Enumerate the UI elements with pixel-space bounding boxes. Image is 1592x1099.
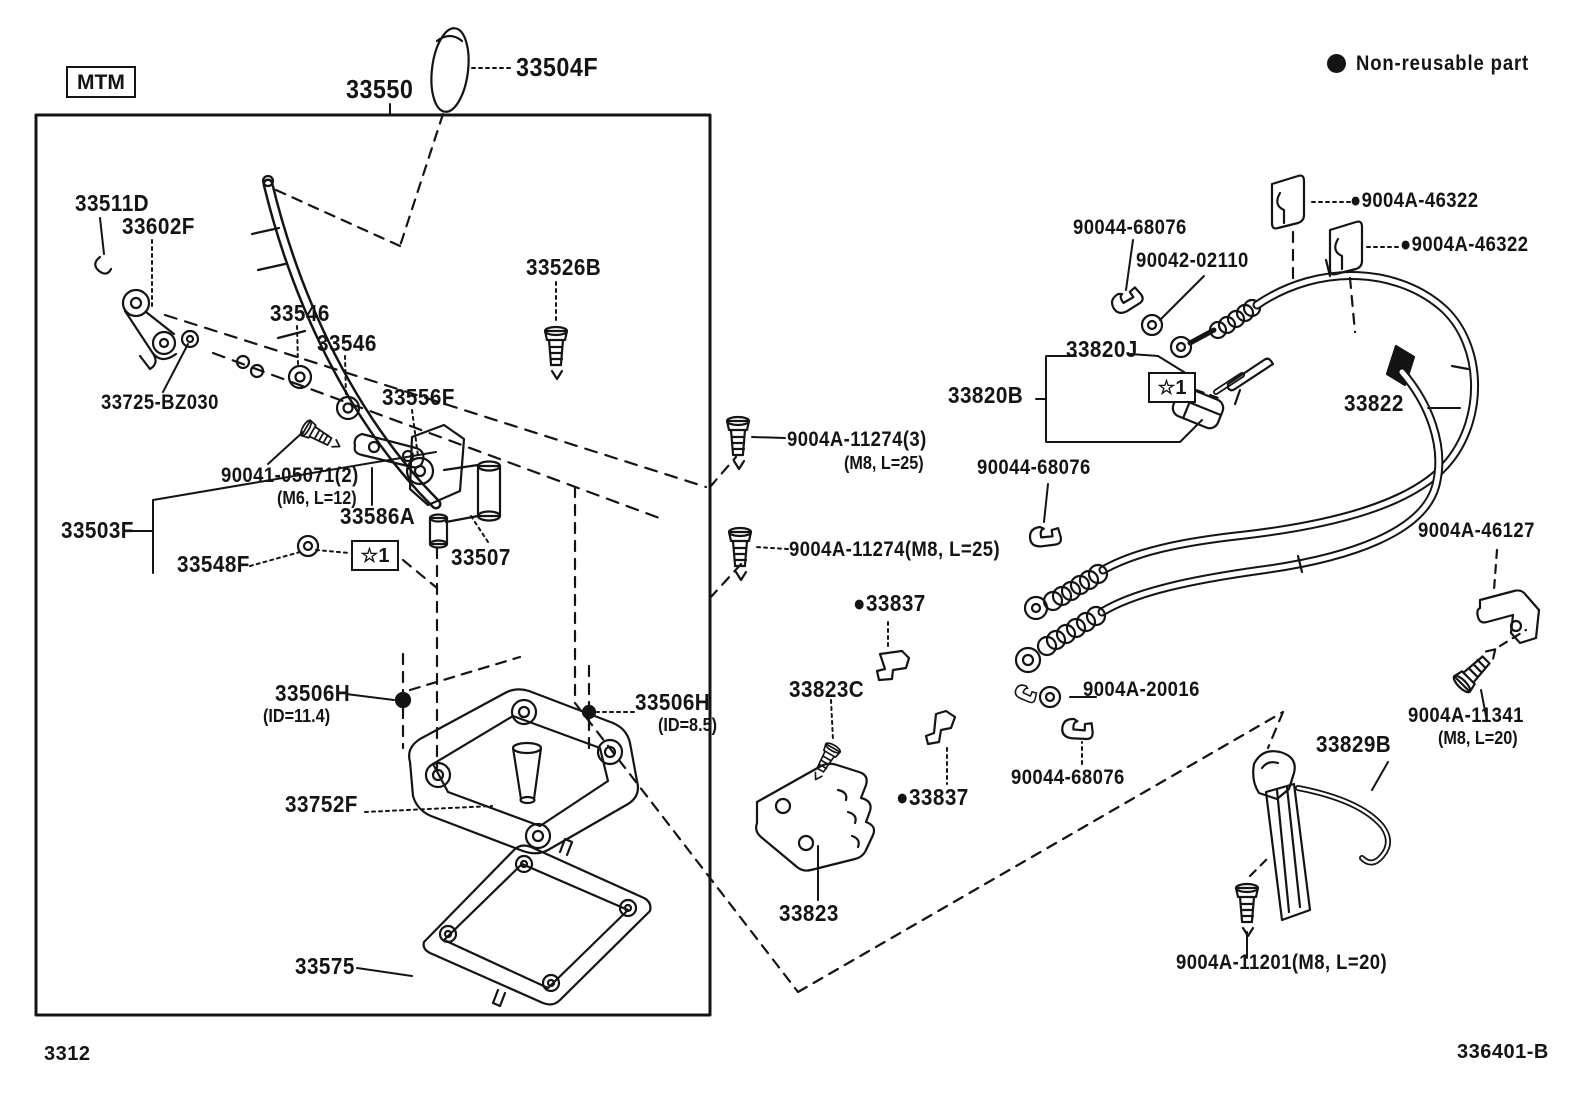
legend-nonreusable: Non-reusable part bbox=[1356, 52, 1530, 75]
washer-90042-02110 bbox=[1140, 313, 1164, 337]
part-label-90044-68076-2: 90044-68076 bbox=[977, 456, 1091, 479]
part-sublabel-9004A-11341: (M8, L=20) bbox=[1438, 728, 1518, 748]
shield-33829B bbox=[1252, 750, 1391, 922]
part-label-33829B: 33829B bbox=[1316, 731, 1392, 757]
part-label-33556F: 33556F bbox=[382, 384, 455, 410]
part-sublabel-33506H-left: (ID=11.4) bbox=[263, 706, 331, 726]
part-label-33546-2: 33546 bbox=[317, 330, 377, 356]
bushing-33546-1 bbox=[287, 364, 313, 390]
part-label-90044-68076-3: 90044-68076 bbox=[1011, 766, 1125, 789]
part-label-33820J: 33820J bbox=[1066, 336, 1138, 362]
part-label-33752F: 33752F bbox=[285, 791, 358, 817]
part-label-33575: 33575 bbox=[295, 953, 355, 979]
part-label-33823C: 33823C bbox=[789, 676, 865, 702]
clip-90044-68076-1 bbox=[1108, 285, 1147, 316]
part-label-33602F: 33602F bbox=[122, 213, 195, 239]
part-label-33504F: 33504F bbox=[516, 52, 599, 82]
transmission-type-tag: MTM bbox=[66, 66, 136, 98]
bolt-33526B bbox=[543, 325, 569, 381]
part-label-33511D: 33511D bbox=[75, 190, 150, 216]
part-label-90042-02110: 90042-02110 bbox=[1136, 249, 1249, 272]
sheet-code: 3312 bbox=[44, 1043, 91, 1065]
part-label-33725-BZ030: 33725-BZ030 bbox=[101, 391, 219, 414]
clip-90044-68076-2 bbox=[1027, 522, 1064, 552]
clamp-33837-top bbox=[875, 649, 911, 682]
part-label-33548F: 33548F bbox=[177, 551, 250, 577]
part-label-33586A: 33586A bbox=[340, 503, 416, 529]
part-label-9004A-20016: 9004A-20016 bbox=[1083, 678, 1200, 701]
part-label-33837-top: ●33837 bbox=[853, 590, 926, 616]
bolt-9004A-11341 bbox=[1450, 641, 1505, 696]
bracket-33823 bbox=[755, 762, 876, 872]
clip-33511D bbox=[94, 255, 113, 275]
part-label-9004A-11341: 9004A-11341 bbox=[1408, 704, 1524, 727]
nonreusable-dot-icon bbox=[1327, 54, 1346, 73]
star1-tag-right: ☆1 bbox=[1148, 372, 1196, 403]
star1-tag-left: ☆1 bbox=[351, 540, 399, 571]
washer-9004A-20016 bbox=[1038, 685, 1062, 709]
bolt-9004A-11274-3 bbox=[725, 415, 751, 471]
bolt-9004A-11274 bbox=[727, 526, 753, 582]
rod-33820J bbox=[1226, 357, 1275, 406]
part-label-9004A-11274-3: 9004A-11274(3) bbox=[787, 428, 927, 451]
shift-lever-33550 bbox=[250, 174, 442, 510]
clamp-33837-bottom bbox=[924, 709, 957, 746]
washer-33725 bbox=[180, 329, 200, 349]
bushing-33546-2 bbox=[335, 395, 361, 421]
part-sublabel-33506H-right: (ID=8.5) bbox=[658, 715, 717, 735]
pivot-cylinder-33507 bbox=[428, 513, 449, 549]
bracket-9004A-46127 bbox=[1476, 589, 1541, 645]
bushing-33506H-left bbox=[394, 691, 412, 709]
clip-9004A-46322-1 bbox=[1270, 174, 1306, 230]
bushing-33556F bbox=[405, 456, 435, 486]
bushing-33548F bbox=[296, 534, 320, 558]
bolt-9004A-11201 bbox=[1234, 882, 1260, 938]
part-label-9004A-46127: 9004A-46127 bbox=[1418, 519, 1535, 542]
part-label-33507: 33507 bbox=[451, 544, 511, 570]
part-label-90044-68076-1: 90044-68076 bbox=[1073, 216, 1187, 239]
part-label-33506H-left: 33506H bbox=[275, 680, 351, 706]
part-label-90041-05071: 90041-05071(2) bbox=[221, 464, 359, 487]
control-cable-A bbox=[1023, 258, 1479, 621]
part-label-33550: 33550 bbox=[346, 74, 414, 104]
part-label-9004A-46322-1: ●9004A-46322 bbox=[1350, 189, 1479, 212]
part-label-33823: 33823 bbox=[779, 900, 839, 926]
part-label-9004A-46322-2: ●9004A-46322 bbox=[1400, 233, 1529, 256]
part-sublabel-9004A-11274-3: (M8, L=25) bbox=[844, 453, 924, 473]
figure-code: 336401-B bbox=[1457, 1041, 1549, 1063]
part-sublabel-90041-05071: (M6, L=12) bbox=[277, 488, 357, 508]
part-label-9004A-11201: 9004A-11201(M8, L=20) bbox=[1176, 951, 1388, 974]
retainer-plate-33752F bbox=[408, 688, 640, 855]
part-label-33503F: 33503F bbox=[61, 517, 134, 543]
assembly-boundary-box bbox=[34, 113, 712, 1017]
part-label-33820B: 33820B bbox=[948, 382, 1024, 408]
clip-9004A-46322-2 bbox=[1328, 220, 1364, 276]
bolt-33823C bbox=[807, 740, 843, 785]
lever-sub-assembly-33602F bbox=[121, 288, 178, 371]
part-label-33546-1: 33546 bbox=[270, 300, 330, 326]
part-label-9004A-11274: 9004A-11274(M8, L=25) bbox=[789, 538, 1001, 561]
bolt-90041 bbox=[297, 417, 345, 456]
part-label-33837-bottom: ●33837 bbox=[896, 784, 969, 810]
gasket-33575 bbox=[422, 837, 652, 1008]
clip-9004A-20016 bbox=[1012, 680, 1040, 708]
part-label-33822: 33822 bbox=[1344, 390, 1404, 416]
shift-knob-33504F bbox=[430, 27, 470, 113]
part-label-33506H-right: 33506H bbox=[635, 689, 711, 715]
control-cable-B bbox=[1014, 344, 1444, 674]
part-label-33526B: 33526B bbox=[526, 254, 602, 280]
clip-90044-68076-3 bbox=[1058, 713, 1098, 747]
